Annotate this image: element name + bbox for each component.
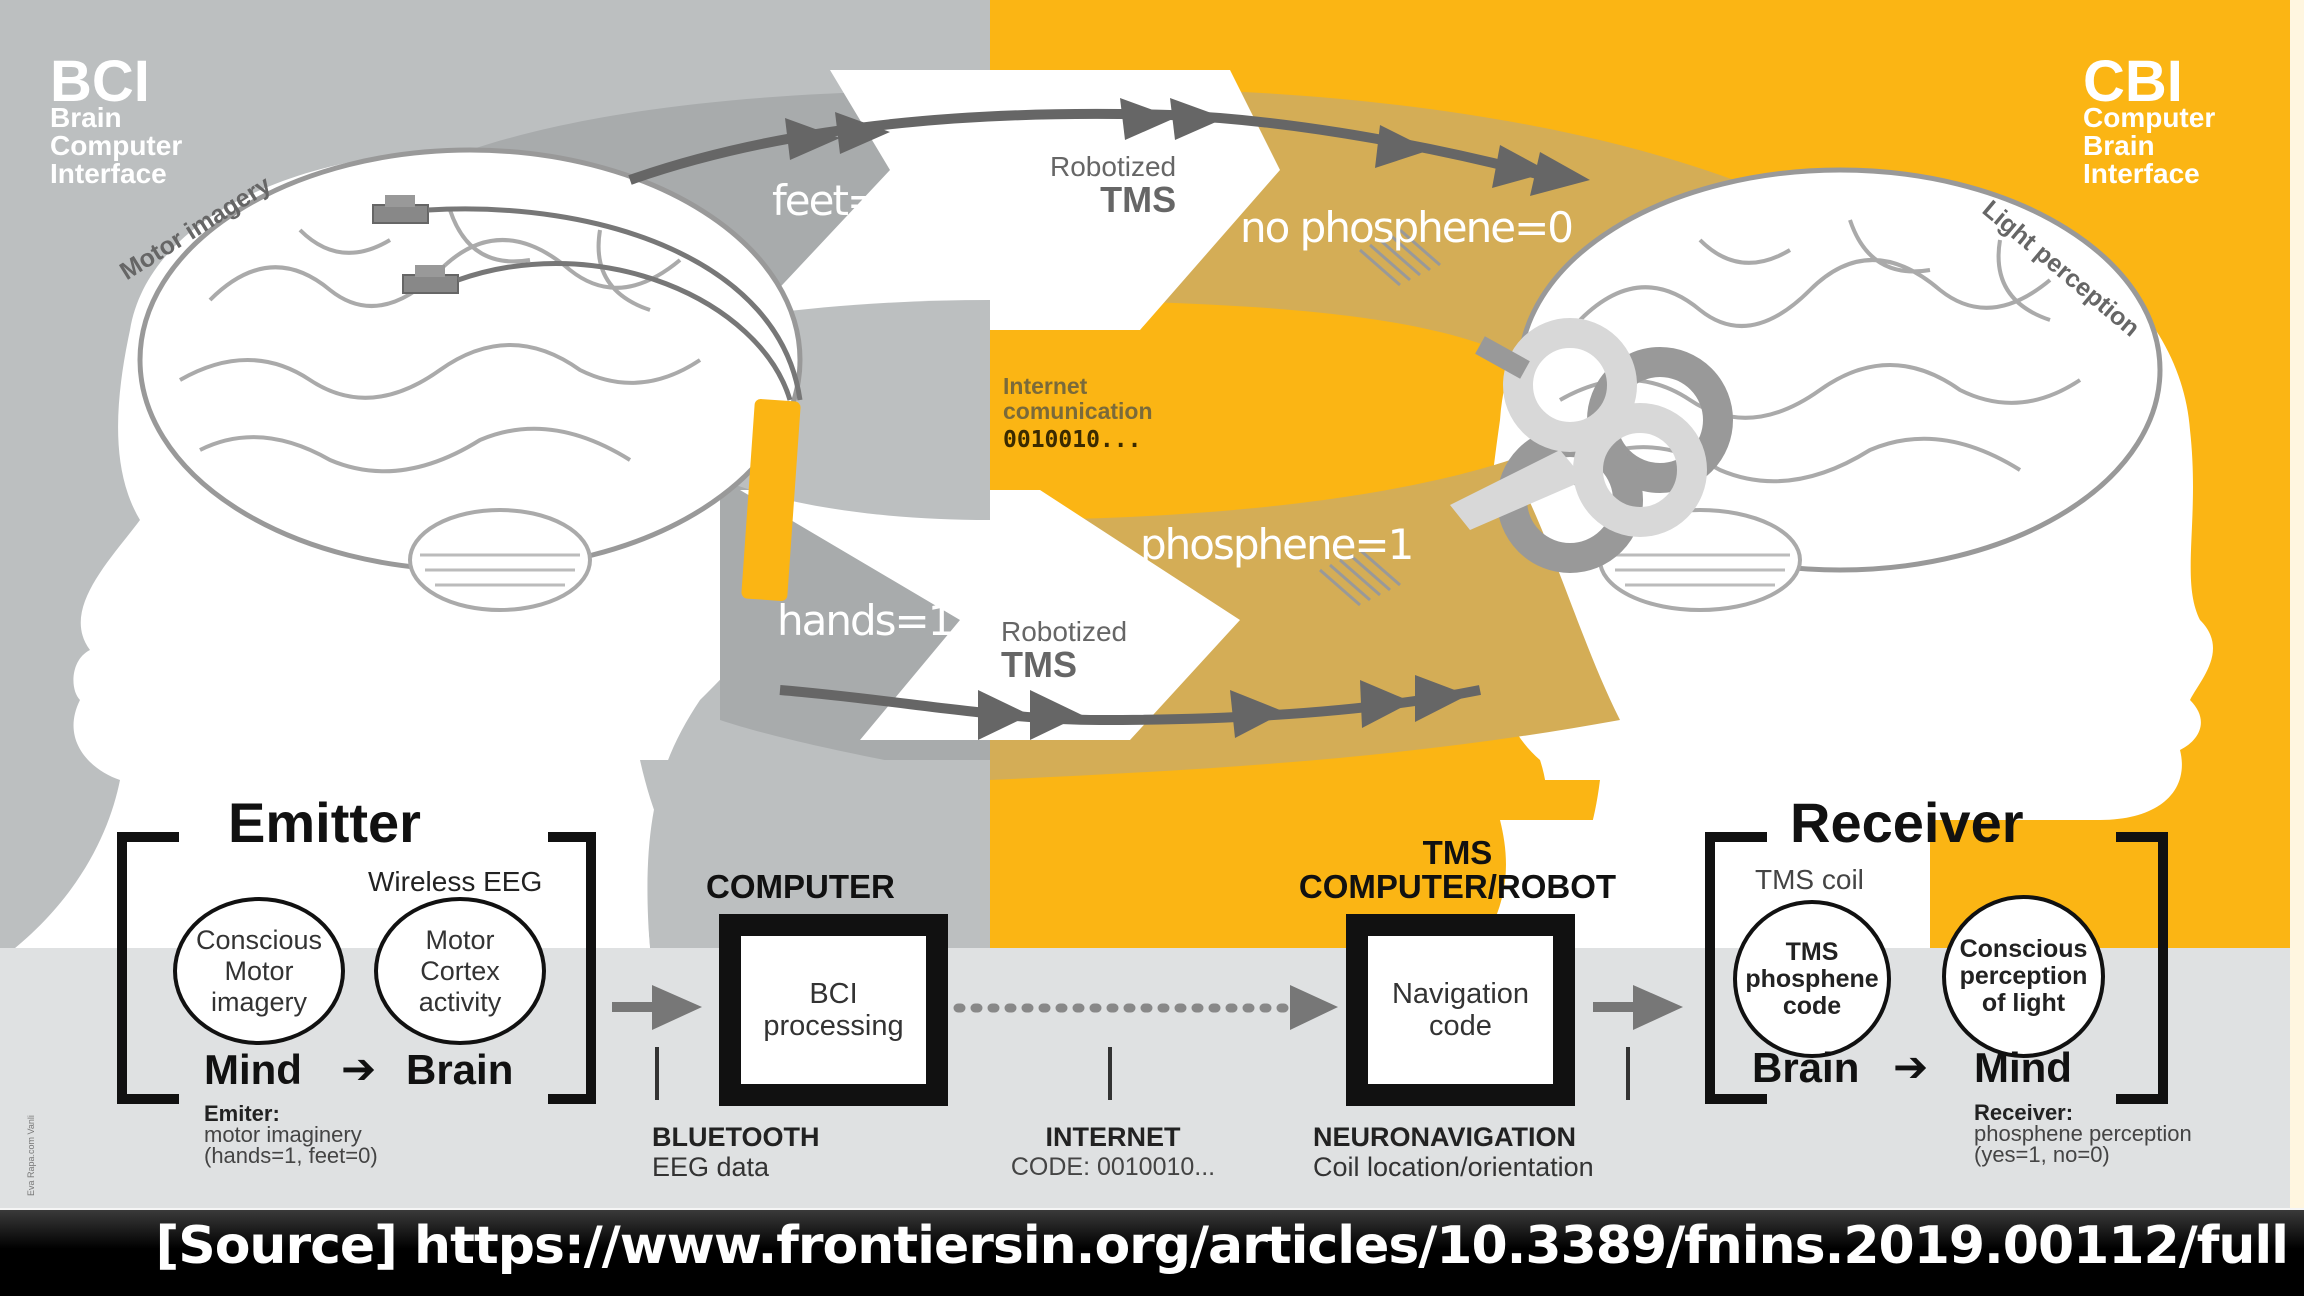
emitter-bracket-left — [117, 832, 179, 1104]
navigation-code-box: Navigation code — [1346, 914, 1575, 1106]
internet-communication-label: Internet comunication 0010010... — [1003, 374, 1153, 456]
computer-title: COMPUTER — [706, 868, 895, 905]
emitter-mind-label: Mind — [204, 1046, 302, 1093]
circle-line: Conscious — [1959, 935, 2088, 963]
bci-processing-box: BCI processing — [719, 914, 948, 1106]
circle-line: activity — [418, 986, 502, 1017]
tms-coil-icon — [1450, 318, 1733, 573]
eeg-electrodes — [372, 195, 803, 401]
receiver-bracket-right — [2116, 832, 2168, 1104]
bottom-tms-line1: Robotized — [1001, 616, 1128, 647]
emitter-title: Emitter — [228, 791, 421, 854]
link-title: INTERNET — [1045, 1122, 1181, 1152]
box-line: Navigation — [1391, 978, 1530, 1010]
circle-line: Conscious — [195, 924, 323, 955]
bci-subtitle-line: Brain — [50, 102, 122, 133]
receiver-arrow-icon: ➔ — [1893, 1042, 1929, 1091]
bci-subtitle-line: Computer — [50, 130, 183, 161]
receiver-caption-line: phosphene perception — [1974, 1121, 2192, 1146]
box-line: code — [1429, 1010, 1492, 1042]
circle-line: phosphene — [1745, 964, 1879, 993]
bci-cbi-diagram: BCI Brain Computer Interface Motor image… — [0, 0, 2304, 1210]
circle-line: Cortex — [420, 955, 500, 986]
tms-coil-label: TMS coil — [1755, 864, 1864, 895]
cbi-subtitle-line: Brain — [2083, 130, 2155, 161]
source-bar: [Source] https://www.frontiersin.org/art… — [0, 1210, 2304, 1296]
process-arrows — [612, 985, 1683, 1100]
top-tms-line2: TMS — [1100, 179, 1177, 220]
tms-robot-title-line: TMS — [1422, 834, 1493, 871]
bci-subtitle: Brain Computer Interface — [50, 104, 182, 188]
box-line: BCI — [809, 978, 858, 1010]
emitter-caption-title: Emiter: — [204, 1101, 280, 1126]
tms-robot-title-line: COMPUTER/ROBOT — [1298, 868, 1617, 905]
receiver-mind-label: Mind — [1974, 1044, 2072, 1091]
internet-line1: Internet — [1003, 373, 1088, 399]
right-edge — [2290, 0, 2304, 1210]
motor-cortex-activity-circle: Motor Cortex activity — [374, 897, 546, 1045]
bci-acronym: BCI — [50, 49, 150, 114]
circle-line: code — [1782, 991, 1842, 1020]
tms-robot-title: TMS COMPUTER/ROBOT — [1260, 836, 1655, 904]
emitter-caption-line: (hands=1, feet=0) — [204, 1143, 378, 1168]
bottom-tms-label: Robotized TMS — [1001, 617, 1127, 683]
receiver-caption: Receiver: phosphene perception (yes=1, n… — [1974, 1100, 2192, 1167]
left-brain — [137, 147, 803, 612]
top-flow-arrow — [628, 98, 1590, 196]
link-internet: INTERNET CODE: 0010010... — [983, 1122, 1243, 1182]
tms-phosphene-code-circle: TMS phosphene code — [1733, 900, 1891, 1058]
computer-blob — [640, 760, 990, 948]
cbi-subtitle-line: Interface — [2083, 158, 2200, 189]
circle-line: of light — [1981, 989, 2066, 1017]
link-detail: EEG data — [652, 1152, 770, 1182]
emitter-bracket-right — [548, 832, 596, 1104]
background-artwork — [0, 0, 2304, 1210]
signal-hatching — [1319, 228, 1441, 607]
receiver-caption-title: Receiver: — [1974, 1100, 2074, 1125]
conscious-perception-circle: Conscious perception of light — [1942, 895, 2105, 1058]
wireless-eeg-label: Wireless EEG — [368, 866, 543, 897]
circle-line: TMS — [1785, 937, 1839, 966]
link-detail: Coil location/orientation — [1313, 1152, 1594, 1182]
link-title: NEURONAVIGATION — [1313, 1122, 1576, 1152]
source-citation: [Source] https://www.frontiersin.org/art… — [155, 1216, 2289, 1276]
box-line: processing — [763, 1010, 904, 1042]
emitter-caption: Emiter: motor imaginery (hands=1, feet=0… — [204, 1101, 378, 1168]
circle-line: Motor — [425, 924, 495, 955]
cbi-acronym: CBI — [2083, 49, 2183, 114]
emitter-caption-line: motor imaginery — [204, 1122, 362, 1147]
internet-code: 0010010... — [1003, 427, 1142, 453]
receiver-bracket-left — [1705, 832, 1767, 1104]
link-bluetooth: BLUETOOTH EEG data — [652, 1122, 820, 1182]
link-neuronavigation: NEURONAVIGATION Coil location/orientatio… — [1313, 1122, 1594, 1182]
feet-value-label: feet=0 — [772, 176, 907, 225]
top-tms-label: Robotized TMS — [1050, 152, 1176, 218]
cbi-subtitle-line: Computer — [2083, 102, 2216, 133]
bci-subtitle-line: Interface — [50, 158, 167, 189]
link-title: BLUETOOTH — [652, 1122, 820, 1152]
cbi-subtitle: Computer Brain Interface — [2083, 104, 2215, 188]
tms-blob — [990, 780, 1600, 948]
top-tms-line1: Robotized — [1050, 151, 1177, 182]
emitter-arrow-icon: ➔ — [341, 1044, 377, 1093]
phosphene-label: phosphene=1 — [1140, 520, 1414, 569]
receiver-brain-label: Brain — [1752, 1044, 1860, 1091]
internet-line2: comunication — [1003, 398, 1153, 424]
link-detail: CODE: 0010010... — [1010, 1153, 1216, 1181]
image-credit: Eva Rapa.com Vanli — [26, 1115, 36, 1196]
circle-line: perception — [1959, 962, 2088, 990]
bottom-flow-arrow — [779, 675, 1481, 740]
conscious-motor-imagery-circle: Conscious Motor imagery — [173, 897, 345, 1045]
no-phosphene-label: no phosphene=0 — [1240, 203, 1574, 252]
hands-value-label: hands=1 — [777, 596, 954, 645]
wireless-eeg-device — [741, 399, 801, 601]
receiver-title: Receiver — [1790, 791, 2024, 854]
receiver-caption-line: (yes=1, no=0) — [1974, 1142, 2110, 1167]
circle-line: imagery — [210, 986, 308, 1017]
bottom-tms-line2: TMS — [1001, 644, 1077, 685]
bottom-chevron — [740, 490, 1240, 740]
circle-line: Motor — [224, 955, 294, 986]
emitter-brain-label: Brain — [406, 1046, 514, 1093]
